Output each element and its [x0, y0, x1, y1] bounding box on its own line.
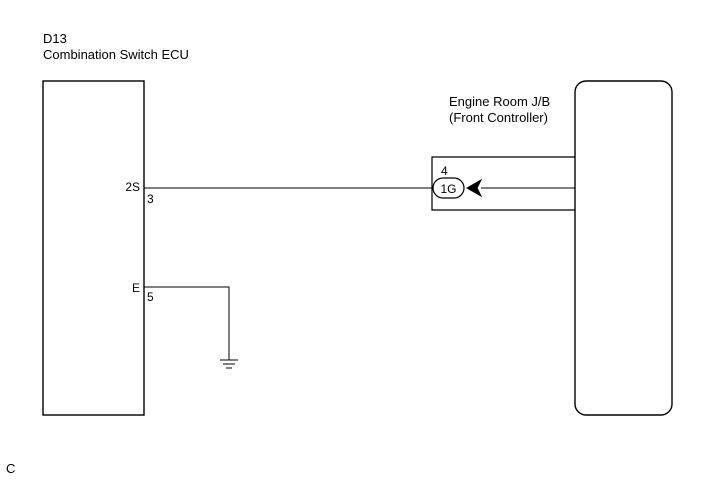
jb-connector-pin-4: 4 — [441, 164, 448, 178]
connector-arrow-icon — [465, 178, 483, 198]
jb-subtitle: (Front Controller) — [449, 110, 548, 125]
jb-connector-housing — [431, 156, 575, 211]
ecu-pin-3: 3 — [147, 192, 154, 206]
ecu-pin-5: 5 — [147, 290, 154, 304]
ecu-code: D13 — [43, 31, 67, 46]
figure-code: C — [6, 461, 15, 476]
jb-box — [574, 80, 673, 416]
ground-symbol — [220, 359, 238, 369]
ecu-terminal-2s: 2S — [125, 180, 140, 194]
ecu-name: Combination Switch ECU — [43, 47, 189, 62]
ground-wire — [144, 286, 230, 360]
jb-name: Engine Room J/B — [449, 94, 550, 109]
ecu-box — [42, 80, 145, 416]
jb-connector-oval — [432, 177, 465, 199]
ecu-terminal-e: E — [132, 281, 140, 295]
jb-connector-code: 1G — [440, 182, 456, 196]
